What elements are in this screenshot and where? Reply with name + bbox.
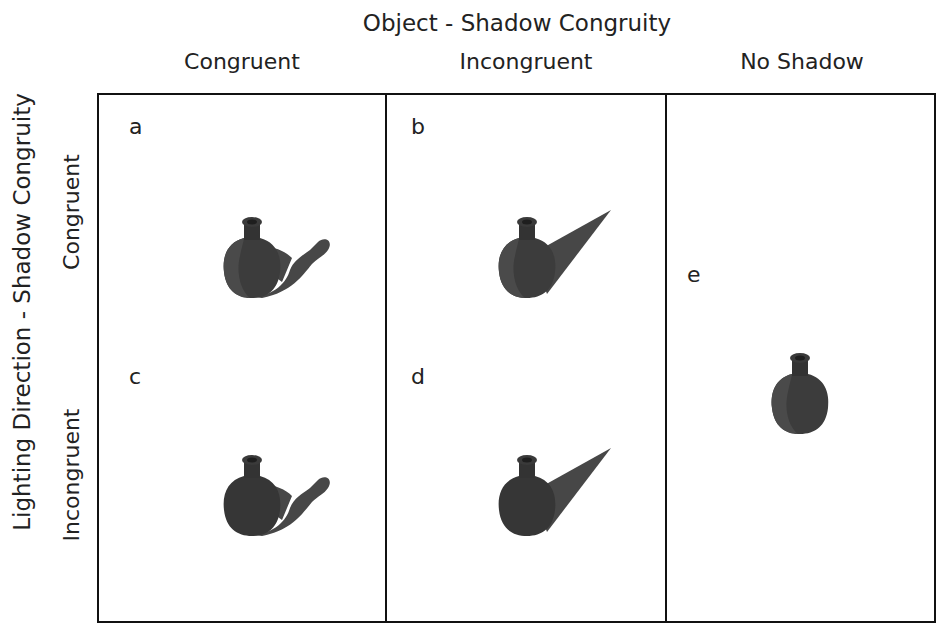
column-header: Incongruent [460, 50, 593, 74]
row-header: Incongruent [60, 409, 84, 542]
panel-letter: c [129, 365, 141, 389]
panel-letter: a [129, 115, 142, 139]
figure-title: Object - Shadow Congruity [363, 11, 671, 36]
panel-column: bd [385, 93, 667, 623]
row-axis-title: Lighting Direction - Shadow Congruity [10, 93, 35, 531]
panel-letter: e [687, 263, 701, 287]
row-header: Congruent [60, 154, 84, 270]
panel-column: e [665, 93, 936, 623]
column-header: Congruent [184, 50, 300, 74]
panel-column: ac [97, 93, 387, 623]
panel-letter: b [411, 115, 425, 139]
column-header: No Shadow [740, 50, 864, 74]
panel-letter: d [411, 365, 425, 389]
